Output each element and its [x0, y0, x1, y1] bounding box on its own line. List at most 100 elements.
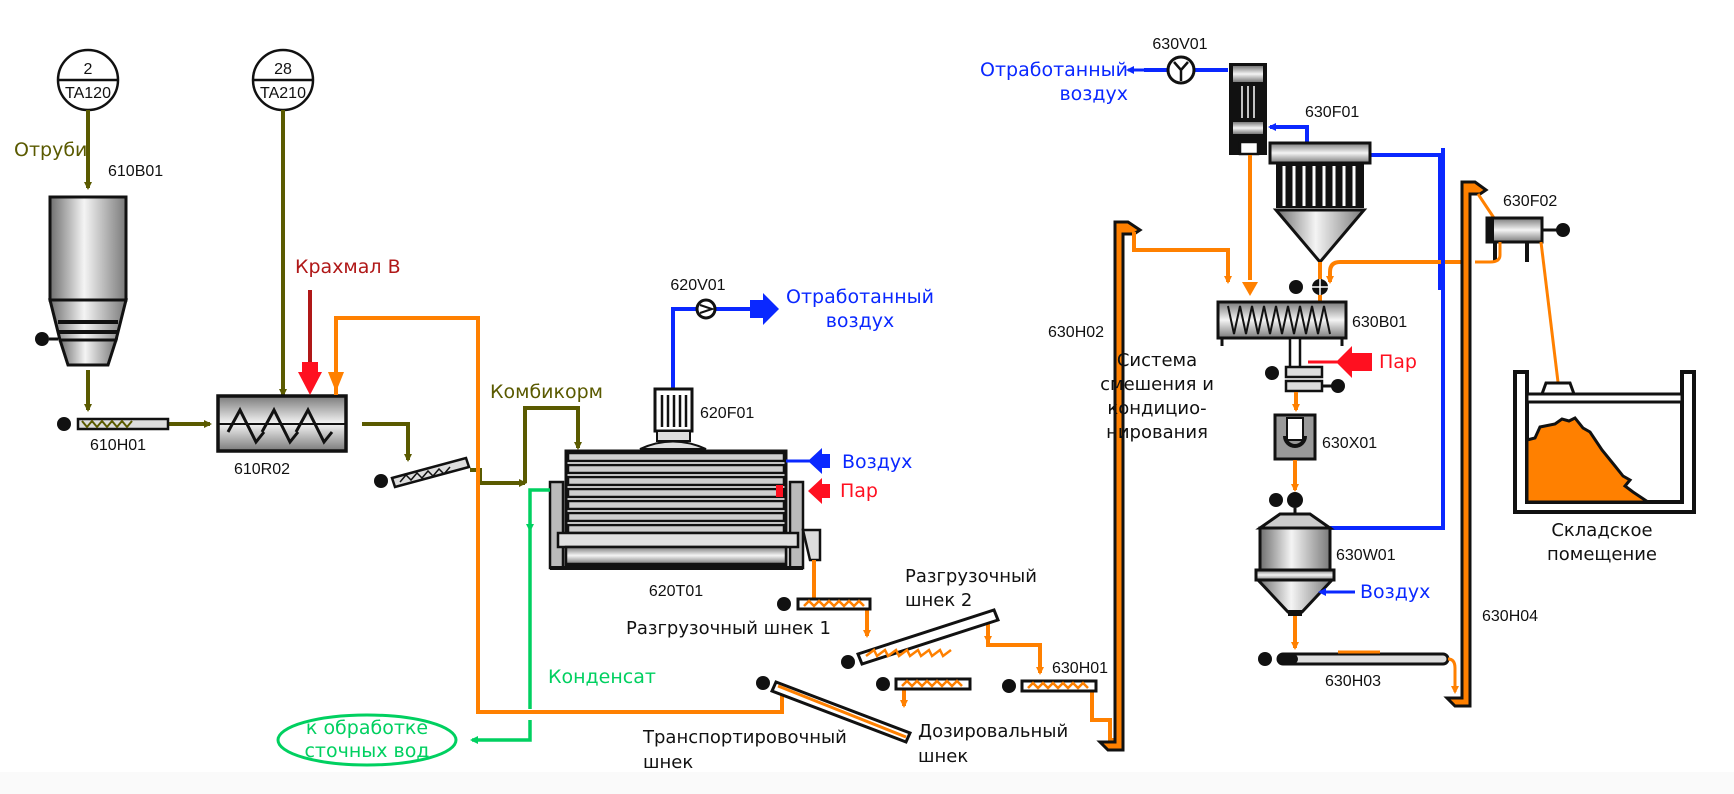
exhaust-air-label-1b: воздух	[826, 310, 895, 332]
warehouse-label-b: помещение	[1547, 544, 1657, 565]
screw-conveyor-630h01[interactable]	[1002, 679, 1098, 693]
compound-feed-line	[523, 406, 582, 483]
instrument-tag: TA120	[65, 85, 111, 102]
instrument-ta120[interactable]: 2 TA120	[56, 48, 120, 112]
screw-610h01-label: 610H01	[90, 437, 146, 454]
air-arrow-icon	[808, 448, 830, 474]
exhaust-air-label-1: Отработанный	[786, 286, 934, 308]
mixer-610r02-label: 610R02	[234, 461, 290, 478]
motor-icon	[841, 655, 855, 669]
mixer-630b01-label: 630B01	[1352, 314, 1407, 331]
filter-630f02-label: 630F02	[1503, 193, 1557, 210]
fan-630v01[interactable]	[1166, 55, 1196, 85]
transport-screw-label-b: шнек	[643, 752, 693, 773]
conveyor-630h03-label: 630H03	[1325, 673, 1381, 690]
transport-screw-label: Транспортировочный	[642, 727, 847, 748]
fan-630v01-label: 630V01	[1152, 36, 1207, 53]
motor-icon	[1269, 493, 1283, 507]
inclined-screw-conveyor[interactable]	[374, 456, 471, 489]
motor-icon	[1265, 366, 1279, 380]
motor-icon	[374, 474, 388, 488]
discharge-screw-1[interactable]	[777, 597, 872, 611]
motor-icon	[1258, 652, 1272, 666]
exhaust-air-label-2: Отработанный	[980, 59, 1128, 81]
mixer-630b01[interactable]	[1216, 279, 1348, 372]
mixing-system-label: Система	[1117, 350, 1197, 371]
cooler-630w01-label: 630W01	[1336, 547, 1396, 564]
warehouse-label: Складское	[1551, 520, 1652, 541]
mixer-outlet-line	[362, 422, 412, 462]
starch-arrow-icon	[298, 362, 322, 395]
conveyor-630h03[interactable]	[1258, 650, 1450, 666]
screw-conveyor-610h01[interactable]	[57, 417, 170, 431]
bunker-610b01[interactable]	[35, 195, 128, 367]
dosing-screw-label-b: шнек	[918, 746, 968, 767]
recycle-line-2	[1326, 260, 1470, 284]
exhaust-air-line-1	[671, 307, 750, 390]
motor-icon	[1556, 223, 1570, 237]
discharge-screw-2[interactable]	[841, 608, 1000, 669]
wastewater-treatment[interactable]: к обработке сточных вод	[276, 713, 458, 767]
dryer-620t01[interactable]	[548, 449, 822, 570]
unit-630x01-label: 630X01	[1322, 435, 1377, 452]
filter-620f01[interactable]	[639, 387, 707, 450]
motor-icon	[1289, 280, 1303, 294]
motor-icon	[777, 597, 791, 611]
fan-620v01[interactable]	[695, 298, 717, 320]
instrument-ta210[interactable]: 28 TA210	[251, 48, 315, 112]
compound-feed-label: Комбикорм	[490, 381, 603, 403]
bunker-610b01-label: 610B01	[108, 163, 163, 180]
mixing-system-label-b: смешения и	[1100, 374, 1214, 395]
motor-icon	[1002, 679, 1016, 693]
footer-band	[0, 772, 1734, 794]
mixer-610r02[interactable]	[216, 394, 348, 453]
air-label-2: Воздух	[1360, 581, 1430, 603]
bran-label: Отруби	[14, 139, 87, 161]
wastewater-label-2: сточных вод	[304, 740, 429, 762]
steam-arrow-icon-2	[1336, 346, 1372, 378]
transport-screw[interactable]	[756, 676, 913, 744]
steam-arrow-icon	[808, 478, 830, 504]
unit-630x01[interactable]	[1273, 413, 1317, 461]
dosing-screw[interactable]	[876, 677, 972, 691]
cyclone-unit[interactable]	[1229, 63, 1267, 156]
screw-630h01-label: 630H01	[1052, 660, 1108, 677]
dryer-620t01-label: 620T01	[649, 583, 703, 600]
steam-label-1: Пар	[840, 480, 878, 502]
elevator-630h02[interactable]	[1096, 220, 1143, 752]
filter-630f01-label: 630F01	[1305, 104, 1359, 121]
starch-label: Крахмал B	[295, 256, 401, 278]
dosing-screw-label: Дозировальный	[918, 721, 1068, 742]
motor-icon	[57, 417, 71, 431]
exhaust-arrow-icon	[750, 293, 779, 325]
discharge-screw-1-label: Разгрузочный шнек 1	[626, 618, 831, 639]
air-label-1: Воздух	[842, 451, 912, 473]
filter-620f01-label: 620F01	[700, 405, 754, 422]
elevator-630h02-label: 630H02	[1048, 324, 1104, 341]
motor-icon	[35, 332, 49, 346]
mixing-system-label-d: нирования	[1106, 422, 1208, 443]
steam-label-2: Пар	[1379, 351, 1417, 373]
instrument-value: 28	[274, 61, 292, 78]
discharge-screw-2-label: Разгрузочный	[905, 566, 1037, 587]
warehouse[interactable]	[1513, 370, 1696, 514]
discharge-screw-2-label-b: шнек 2	[905, 590, 972, 611]
motor-icon	[756, 676, 770, 690]
elevator-630h04[interactable]	[1443, 180, 1489, 708]
mixing-system-label-c: кондицио-	[1107, 398, 1206, 419]
condensate-drain-line	[472, 530, 532, 740]
fan-620v01-label: 620V01	[670, 277, 725, 294]
recycle-line	[334, 316, 784, 714]
conditioner[interactable]	[1265, 365, 1345, 393]
condensate-line	[526, 488, 550, 532]
product-to-warehouse-line	[1539, 241, 1560, 383]
instrument-tag: TA210	[260, 85, 306, 102]
cooler-630w01[interactable]	[1254, 492, 1336, 616]
filter-630f02[interactable]	[1485, 216, 1570, 262]
filter-630f01[interactable]	[1268, 141, 1372, 265]
condensate-label: Конденсат	[548, 666, 656, 688]
elevator-outlet-line	[1132, 232, 1232, 284]
motor-icon	[876, 677, 890, 691]
exhaust-air-label-2b: воздух	[1059, 83, 1128, 105]
